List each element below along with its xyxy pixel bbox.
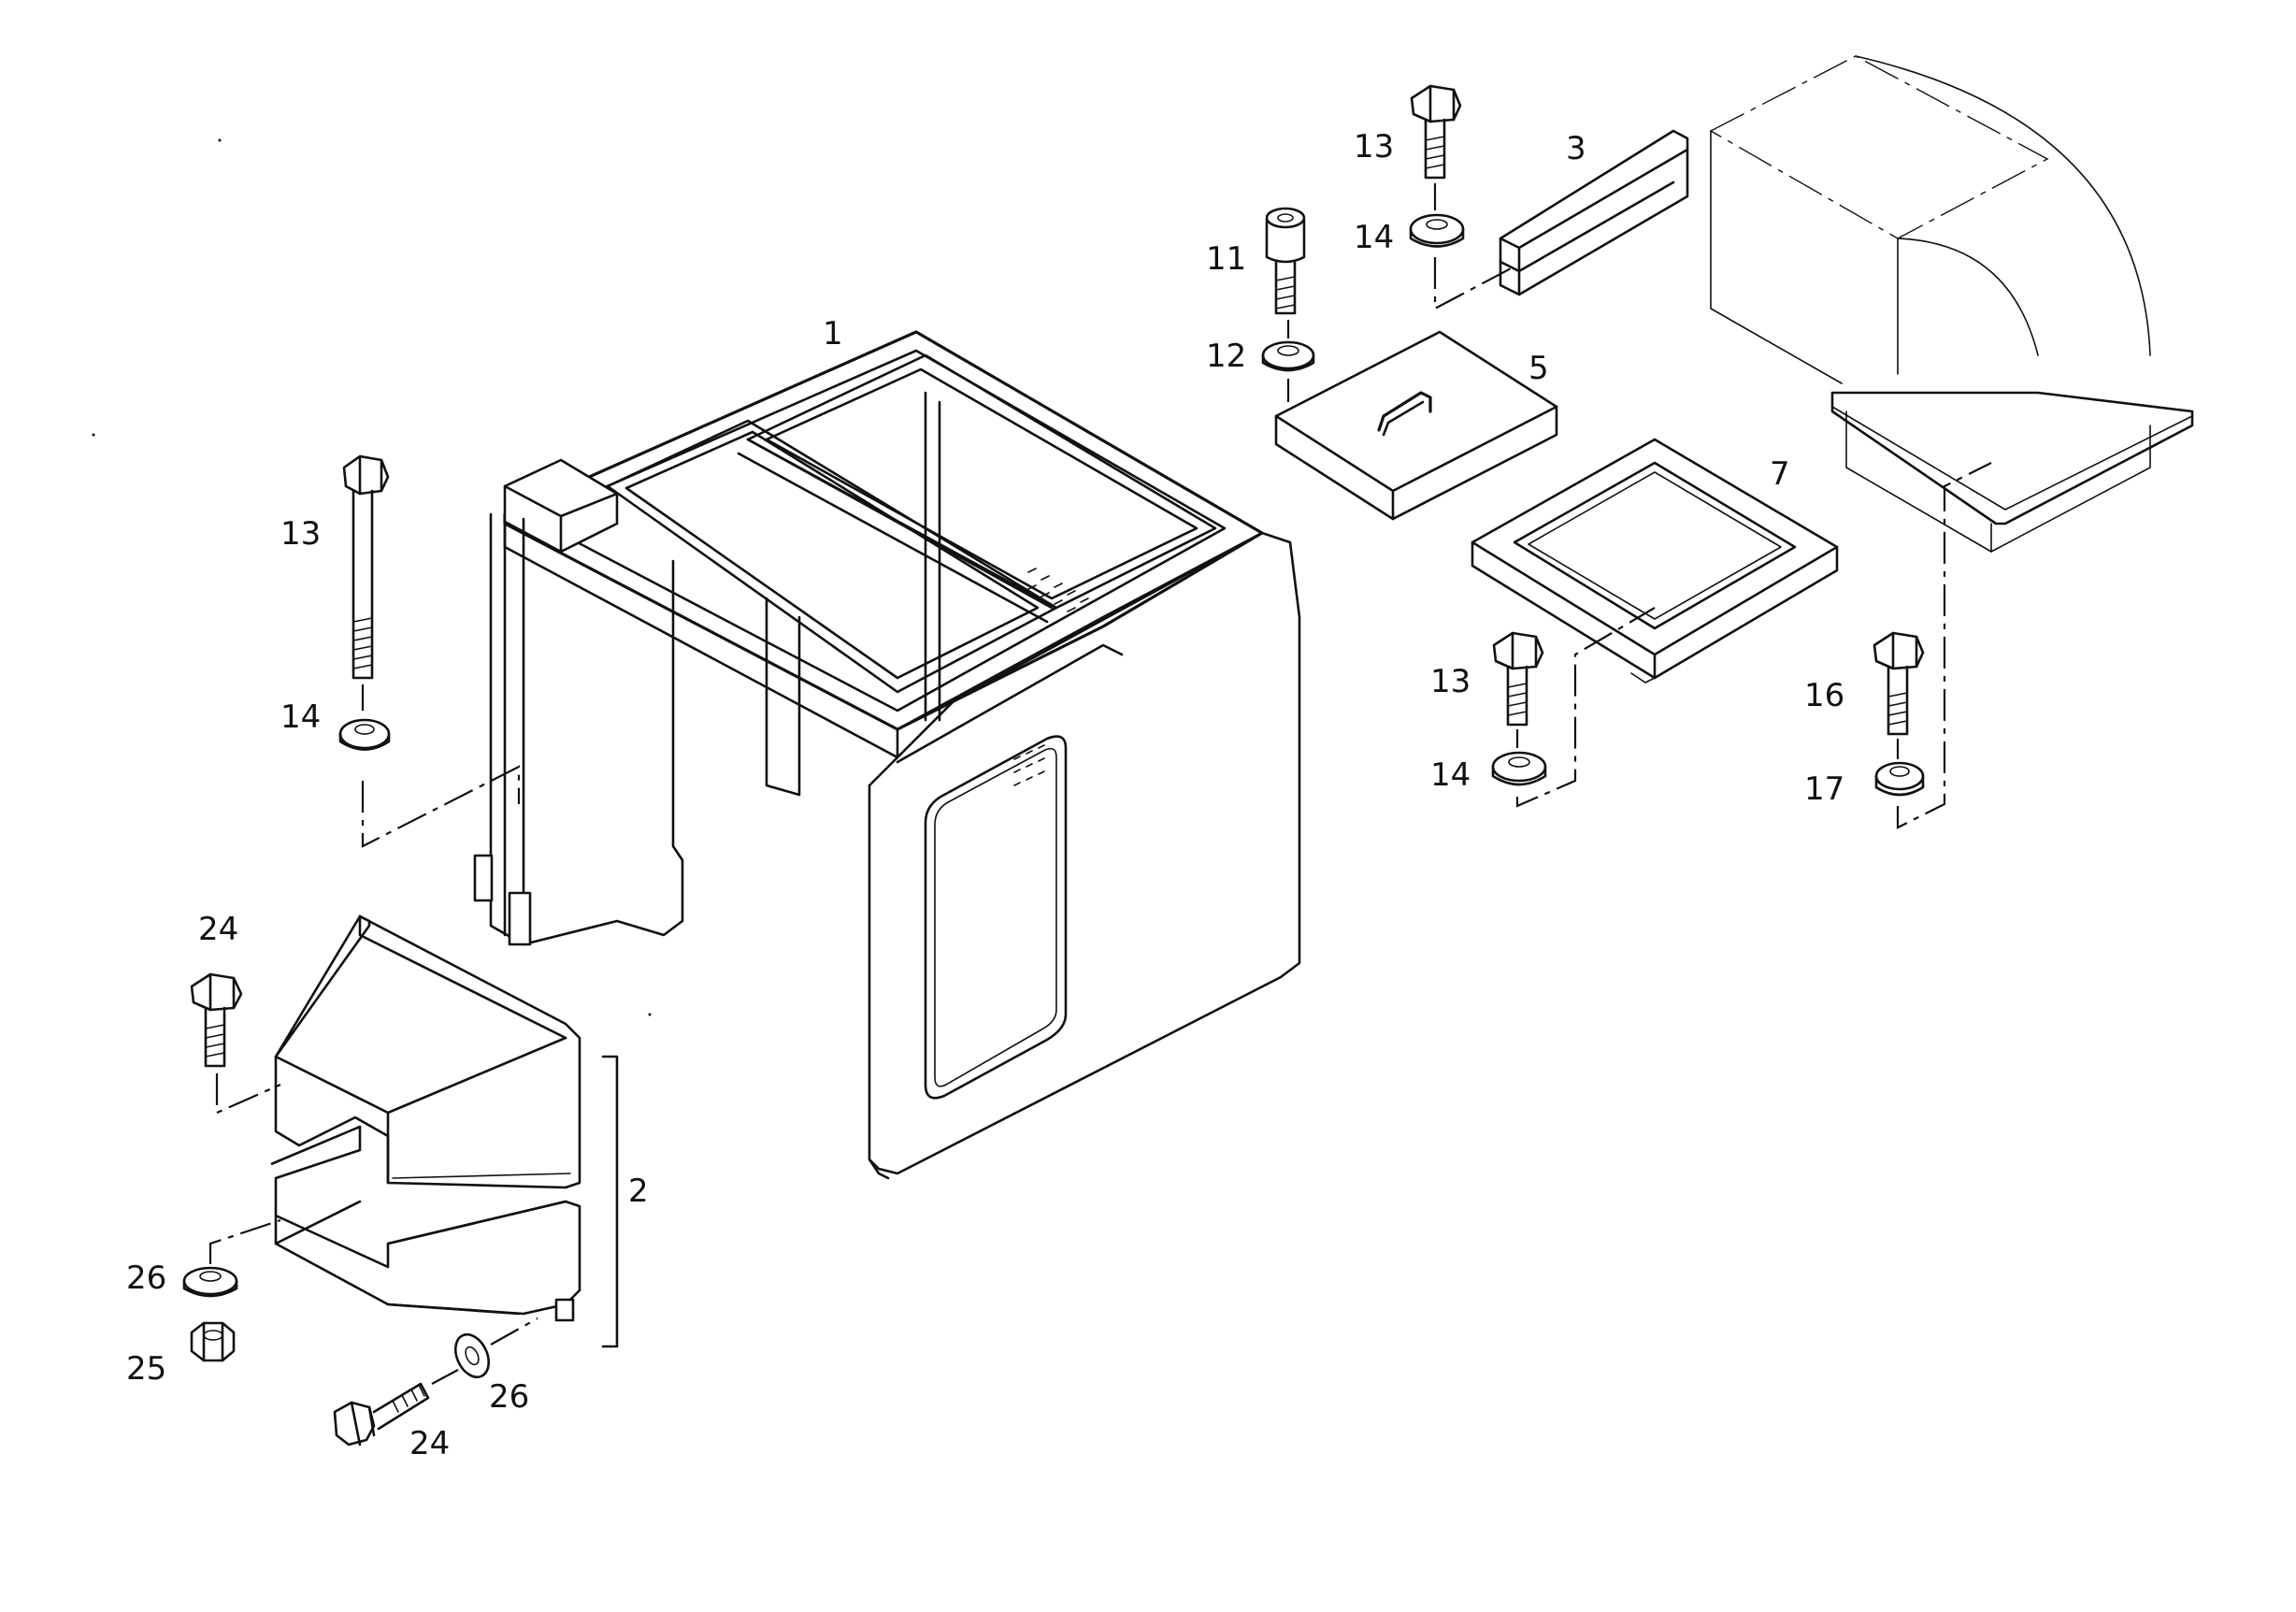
speck [92, 433, 95, 437]
callout-labels: 1 2 3 5 7 11 12 13 14 13 14 13 14 16 17 … [126, 128, 1844, 1462]
callout-11: 11 [1206, 240, 1246, 278]
bolt-16 [1873, 631, 1925, 736]
callout-26-bottom: 26 [489, 1378, 529, 1416]
washer-17 [1874, 761, 1925, 797]
washer-14-left [338, 718, 391, 751]
bolt-13-top [1410, 84, 1462, 180]
speck [648, 1013, 652, 1016]
dash-line-14-top [1433, 257, 1515, 310]
bolt-24-top [190, 972, 243, 1068]
bolt-13-left [342, 454, 390, 680]
callout-14-left: 14 [280, 698, 321, 736]
callout-24-bottom: 24 [409, 1425, 450, 1462]
callout-25: 25 [126, 1350, 166, 1388]
dash-line-24-bottom [431, 1317, 538, 1385]
screw-11 [1265, 207, 1306, 315]
bolt-13-mid [1492, 631, 1544, 727]
part-5-lid [1274, 330, 1558, 521]
callout-1: 1 [823, 315, 843, 353]
callout-13-top: 13 [1354, 128, 1394, 166]
dash-line-14-left [361, 765, 521, 848]
callout-7: 7 [1770, 455, 1790, 493]
callout-12: 12 [1206, 338, 1246, 375]
washer-14-top [1409, 213, 1465, 248]
speck [218, 138, 222, 142]
dash-line-17 [1896, 462, 1992, 829]
washer-26-left [182, 1266, 238, 1298]
callout-14-top: 14 [1354, 219, 1394, 256]
duct-hood [1709, 55, 2194, 553]
callout-5: 5 [1528, 350, 1549, 387]
callout-13-left: 13 [280, 515, 321, 553]
callout-14-mid: 14 [1430, 756, 1471, 794]
part-7-frame [1471, 438, 1839, 684]
dash-line-26-left [208, 1218, 281, 1264]
callout-2: 2 [628, 1173, 649, 1210]
callout-24-top: 24 [198, 911, 238, 948]
dash-line-14-mid [1515, 607, 1656, 808]
part-1-housing [473, 330, 1301, 1180]
callout-16: 16 [1804, 677, 1844, 714]
part-2-duct [270, 914, 619, 1348]
callout-13-mid: 13 [1430, 663, 1471, 700]
callout-17: 17 [1804, 770, 1844, 808]
washer-14-mid [1491, 751, 1547, 786]
callout-26-left: 26 [126, 1259, 166, 1297]
bolt-24-bottom [333, 1382, 430, 1446]
part-3-bracket [1499, 129, 1689, 296]
nut-25 [190, 1321, 236, 1362]
dash-line-24-top [215, 1073, 281, 1115]
callout-3: 3 [1566, 130, 1586, 167]
washer-26-bottom [454, 1332, 490, 1379]
washer-12 [1261, 340, 1315, 372]
